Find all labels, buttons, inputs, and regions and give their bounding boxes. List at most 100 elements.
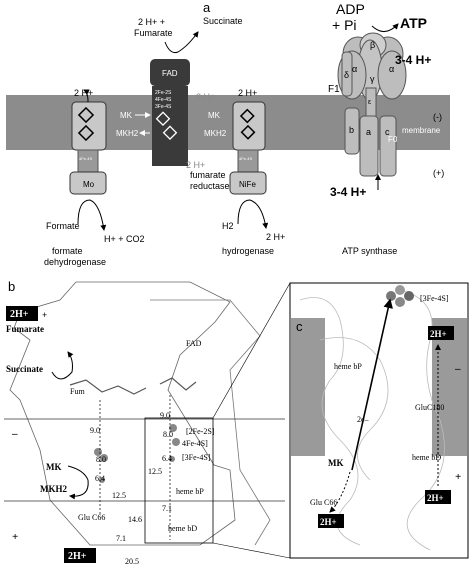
dist-right-1: 8.0 — [163, 430, 173, 439]
panel-b-h-bottom-box — [64, 548, 96, 563]
dist-left-5: 7.1 — [116, 534, 126, 543]
fdh-product: H+ + CO2 — [104, 234, 145, 244]
atp-f0: F0 — [388, 135, 398, 144]
atp-h-top: 3-4 H+ — [395, 53, 431, 67]
panel-b-h-bottom: 2H+ — [68, 551, 87, 562]
panel-c-fe3s: [3Fe-4S] — [420, 294, 449, 303]
panel-b-side-neg: – — [11, 428, 18, 440]
dist-right-0: 9.0 — [160, 411, 170, 420]
atp-delta: δ — [344, 70, 349, 80]
atp-alpha-2: α — [389, 64, 394, 74]
hyd-cluster-label: 4Fe-4S — [239, 156, 252, 161]
panel-b-fad: FAD — [186, 339, 202, 348]
panel-b-mk: MK — [46, 462, 62, 472]
dist-left-2: 6.4 — [95, 474, 105, 483]
atp-name: ATP synthase — [342, 246, 397, 256]
fr-h-bottom: 2 H+ — [186, 160, 205, 170]
panel-c-membrane-left — [291, 318, 325, 456]
panel-b-label: b — [8, 279, 15, 294]
panel-c-ribbon — [299, 297, 361, 546]
electron-path-arrow — [351, 298, 393, 471]
fr-cluster-2: 4Fe-4S — [155, 97, 172, 103]
hyd-product: 2 H+ — [266, 232, 285, 242]
panel-b-succinate: Succinate — [6, 364, 43, 374]
panel-b-left-chain — [69, 379, 147, 515]
fr-fad-label: FAD — [162, 69, 178, 78]
dist-left-3: 12.5 — [112, 491, 126, 500]
panel-b-glu: Glu C66 — [78, 513, 105, 522]
dist-left-0: 9.0 — [90, 426, 100, 435]
fe3s-cluster-icon — [386, 285, 414, 307]
panel-b-heme-bd: heme bD — [168, 524, 197, 533]
atp-f1: F1 — [328, 84, 340, 95]
panel-b-h-top-box — [6, 306, 38, 321]
atp-sub-b: b — [349, 125, 354, 135]
fr-name-1: fumarate — [190, 170, 226, 180]
panel-c-side-neg: – — [454, 363, 461, 375]
panel-b-zoom-line-bottom — [212, 542, 291, 559]
hyd-substrate: H2 — [222, 221, 234, 231]
fr-cluster-3: 3Fe-4S — [155, 104, 172, 110]
panel-c-h-bottom-left-box — [318, 514, 344, 528]
dist-right-4: 7.1 — [162, 504, 172, 513]
fr-cluster-1: 2Fe-2S — [155, 90, 172, 96]
side-positive-label-a: (+) — [433, 168, 444, 178]
dist-right-2: 6.4 — [162, 454, 172, 463]
panel-c-h-bottom-right: 2H+ — [427, 493, 444, 503]
panel-b-plus: + — [42, 310, 47, 320]
panel-b-fe3s: [3Fe-4S] — [182, 453, 211, 462]
hyd-nife: NiFe — [239, 180, 256, 189]
hyd-mk: MK — [208, 111, 221, 120]
panel-b-h-top: 2H+ — [10, 309, 29, 320]
panel-c-heme-bd: heme bD — [412, 453, 441, 462]
panel-b-fum: Fum — [70, 387, 85, 396]
panel-a-label: a — [203, 0, 211, 15]
fdh-h-top: 2 H+ — [74, 88, 93, 98]
panel-b-fe2s: [2Fe-2S] — [186, 427, 215, 436]
cofactor-blob — [172, 438, 180, 446]
hyd-h-top: 2 H+ — [238, 88, 257, 98]
fr-substrate-2: Fumarate — [134, 28, 173, 38]
panel-c-heme-bp: heme bP — [334, 362, 362, 371]
cofactor-blob — [100, 454, 108, 462]
dist-left-6: 20.5 — [125, 557, 139, 566]
atp-sub-c: c — [385, 127, 390, 137]
hyd-mkh2: MKH2 — [204, 129, 227, 138]
panel-c-ribbon — [399, 289, 445, 551]
cofactor-blob — [99, 477, 105, 483]
cofactor-blob — [169, 424, 177, 432]
panel-c-side-pos: + — [455, 471, 461, 483]
fr-product: Succinate — [203, 16, 243, 26]
formate-dehydrogenase: 4Fe-4S Mo 2 H+ Formate H+ + CO2 formate … — [44, 88, 145, 267]
hydrogenase: 4Fe-4S NiFe 2 H+ MK MKH2 H2 2 H+ hydroge… — [204, 88, 285, 256]
panel-c-h-bottom-right-box — [425, 490, 451, 504]
panel-b-side-pos: + — [12, 531, 18, 543]
fr-substrate-1: 2 H+ + — [138, 17, 165, 27]
atp-epsilon: ε — [368, 99, 371, 106]
panel-b-fe4s: 4Fe-4S] — [182, 439, 208, 448]
atp-sub-a: a — [366, 127, 371, 137]
fr-name-2: reductase — [190, 181, 230, 191]
fumarate-reductase: FAD 2Fe-2S 4Fe-4S 3Fe-4S 2 H+ + Fumarate… — [116, 16, 243, 191]
side-negative-label-a: (-) — [433, 112, 442, 122]
panel-b-protein-outline — [9, 281, 236, 546]
fr-mkh2: MKH2 — [116, 129, 139, 138]
dist-left-4: 14.6 — [128, 515, 142, 524]
atp-beta: β — [370, 40, 375, 50]
panel-b-outline-2 — [150, 299, 271, 546]
panel-c-h-bottom-left: 2H+ — [320, 517, 337, 527]
hyd-name: hydrogenase — [222, 246, 274, 256]
panel-b-fumarate: Fumarate — [6, 324, 44, 334]
atp-synthase: ADP + Pi ATP F1 F0 α α β γ δ ε b a c 3-4… — [328, 1, 431, 256]
fr-mk: MK — [120, 111, 133, 120]
atp-substrate-1: ADP — [336, 1, 365, 17]
panel-b-zoom-box — [144, 417, 214, 544]
fdh-name-1: formate — [52, 246, 83, 256]
panel-b-zoom-line-top — [212, 282, 291, 419]
atp-alpha-1: α — [352, 64, 357, 74]
panel-c-glu66: Glu C66 — [310, 498, 337, 507]
fdh-mo-label: Mo — [83, 180, 95, 189]
panel-c-label: c — [296, 319, 303, 334]
panel-c-h-top-box — [428, 326, 454, 340]
